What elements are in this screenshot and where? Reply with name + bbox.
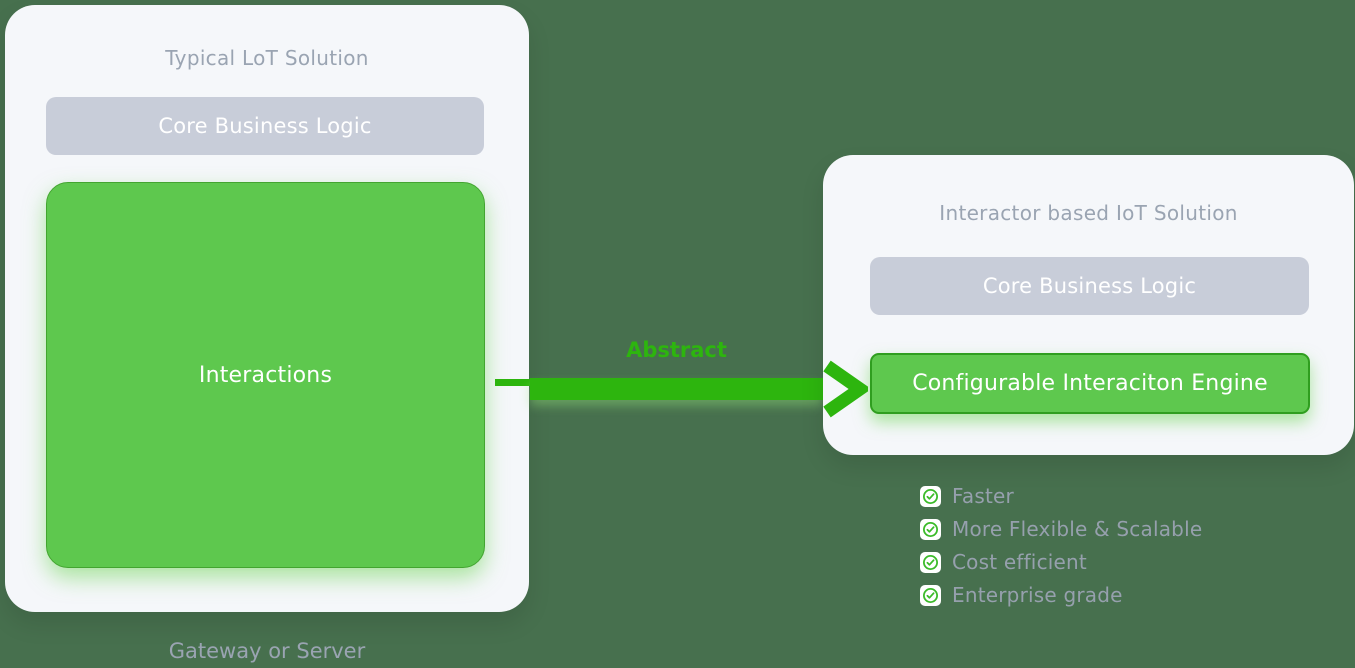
benefit-item: Cost efficient [920, 550, 1202, 574]
right-card-title: Interactor based IoT Solution [939, 201, 1238, 225]
check-circle-icon [920, 551, 941, 573]
interactions-label: Interactions [198, 362, 333, 388]
arrow-shaft [530, 378, 823, 400]
arrow-tail [495, 379, 530, 386]
core-business-logic-label-right: Core Business Logic [982, 274, 1197, 298]
interactor-solution-card: Interactor based IoT Solution Core Busin… [823, 155, 1354, 455]
benefit-item: Faster [920, 484, 1202, 508]
benefit-label: Faster [952, 484, 1014, 508]
check-circle-icon [920, 584, 941, 606]
left-card-title: Typical LoT Solution [165, 46, 369, 70]
typical-solution-card: Typical LoT Solution Core Business Logic… [5, 5, 529, 612]
interaction-engine-box: Configurable Interaciton Engine [870, 353, 1310, 414]
gateway-caption: Gateway or Server [168, 639, 366, 663]
benefit-item: More Flexible & Scalable [920, 517, 1202, 541]
check-circle-icon [920, 485, 941, 507]
benefit-label: Enterprise grade [952, 583, 1123, 607]
benefit-item: Enterprise grade [920, 583, 1202, 607]
arrow-right-icon [823, 360, 868, 418]
core-business-logic-label-left: Core Business Logic [158, 114, 372, 138]
core-business-logic-box-left: Core Business Logic [46, 97, 484, 155]
interaction-engine-label: Configurable Interaciton Engine [912, 371, 1268, 396]
interactions-box: Interactions [46, 182, 485, 568]
benefits-list: Faster More Flexible & Scalable Cost eff… [920, 484, 1202, 616]
check-circle-icon [920, 518, 941, 540]
benefit-label: More Flexible & Scalable [952, 517, 1203, 541]
benefit-label: Cost efficient [952, 550, 1087, 574]
core-business-logic-box-right: Core Business Logic [870, 257, 1309, 315]
arrow-label: Abstract [626, 338, 727, 362]
